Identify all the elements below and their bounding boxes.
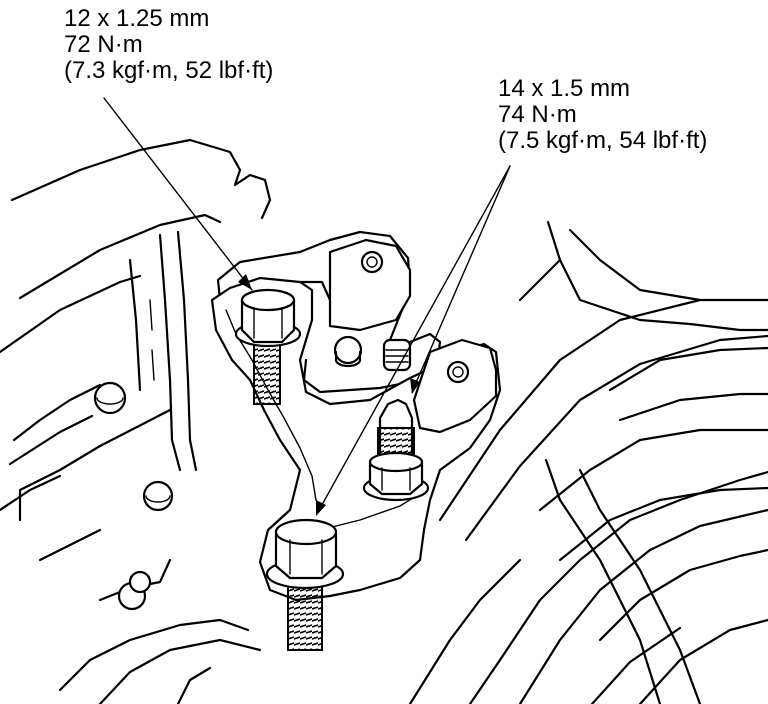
leader-lines xyxy=(103,97,511,516)
callout-lower-torque-alt: (7.5 kgf·m, 54 lbf·ft) xyxy=(498,127,708,154)
stud-with-nut xyxy=(362,398,430,502)
side-frame xyxy=(408,220,768,704)
callout-lower-bolt: 14 x 1.5 mm 74 N·m (7.5 kgf·m, 54 lbf·ft… xyxy=(498,76,707,154)
callout-lower-torque-nm: 74 N·m xyxy=(498,101,577,128)
callout-upper-bolt: 12 x 1.25 mm 72 N·m (7.3 kgf·m, 52 lbf·f… xyxy=(64,6,273,84)
callout-upper-size: 12 x 1.25 mm xyxy=(64,5,210,32)
transmission-housing xyxy=(0,138,272,704)
bolt-lower xyxy=(265,518,345,651)
bolt-upper-left xyxy=(234,288,302,405)
mount-bracket xyxy=(210,238,502,602)
callout-upper-torque-nm: 72 N·m xyxy=(64,31,143,58)
callout-lower-size: 14 x 1.5 mm xyxy=(498,75,631,102)
callout-upper-torque-alt: (7.3 kgf·m, 52 lbf·ft) xyxy=(64,57,274,84)
